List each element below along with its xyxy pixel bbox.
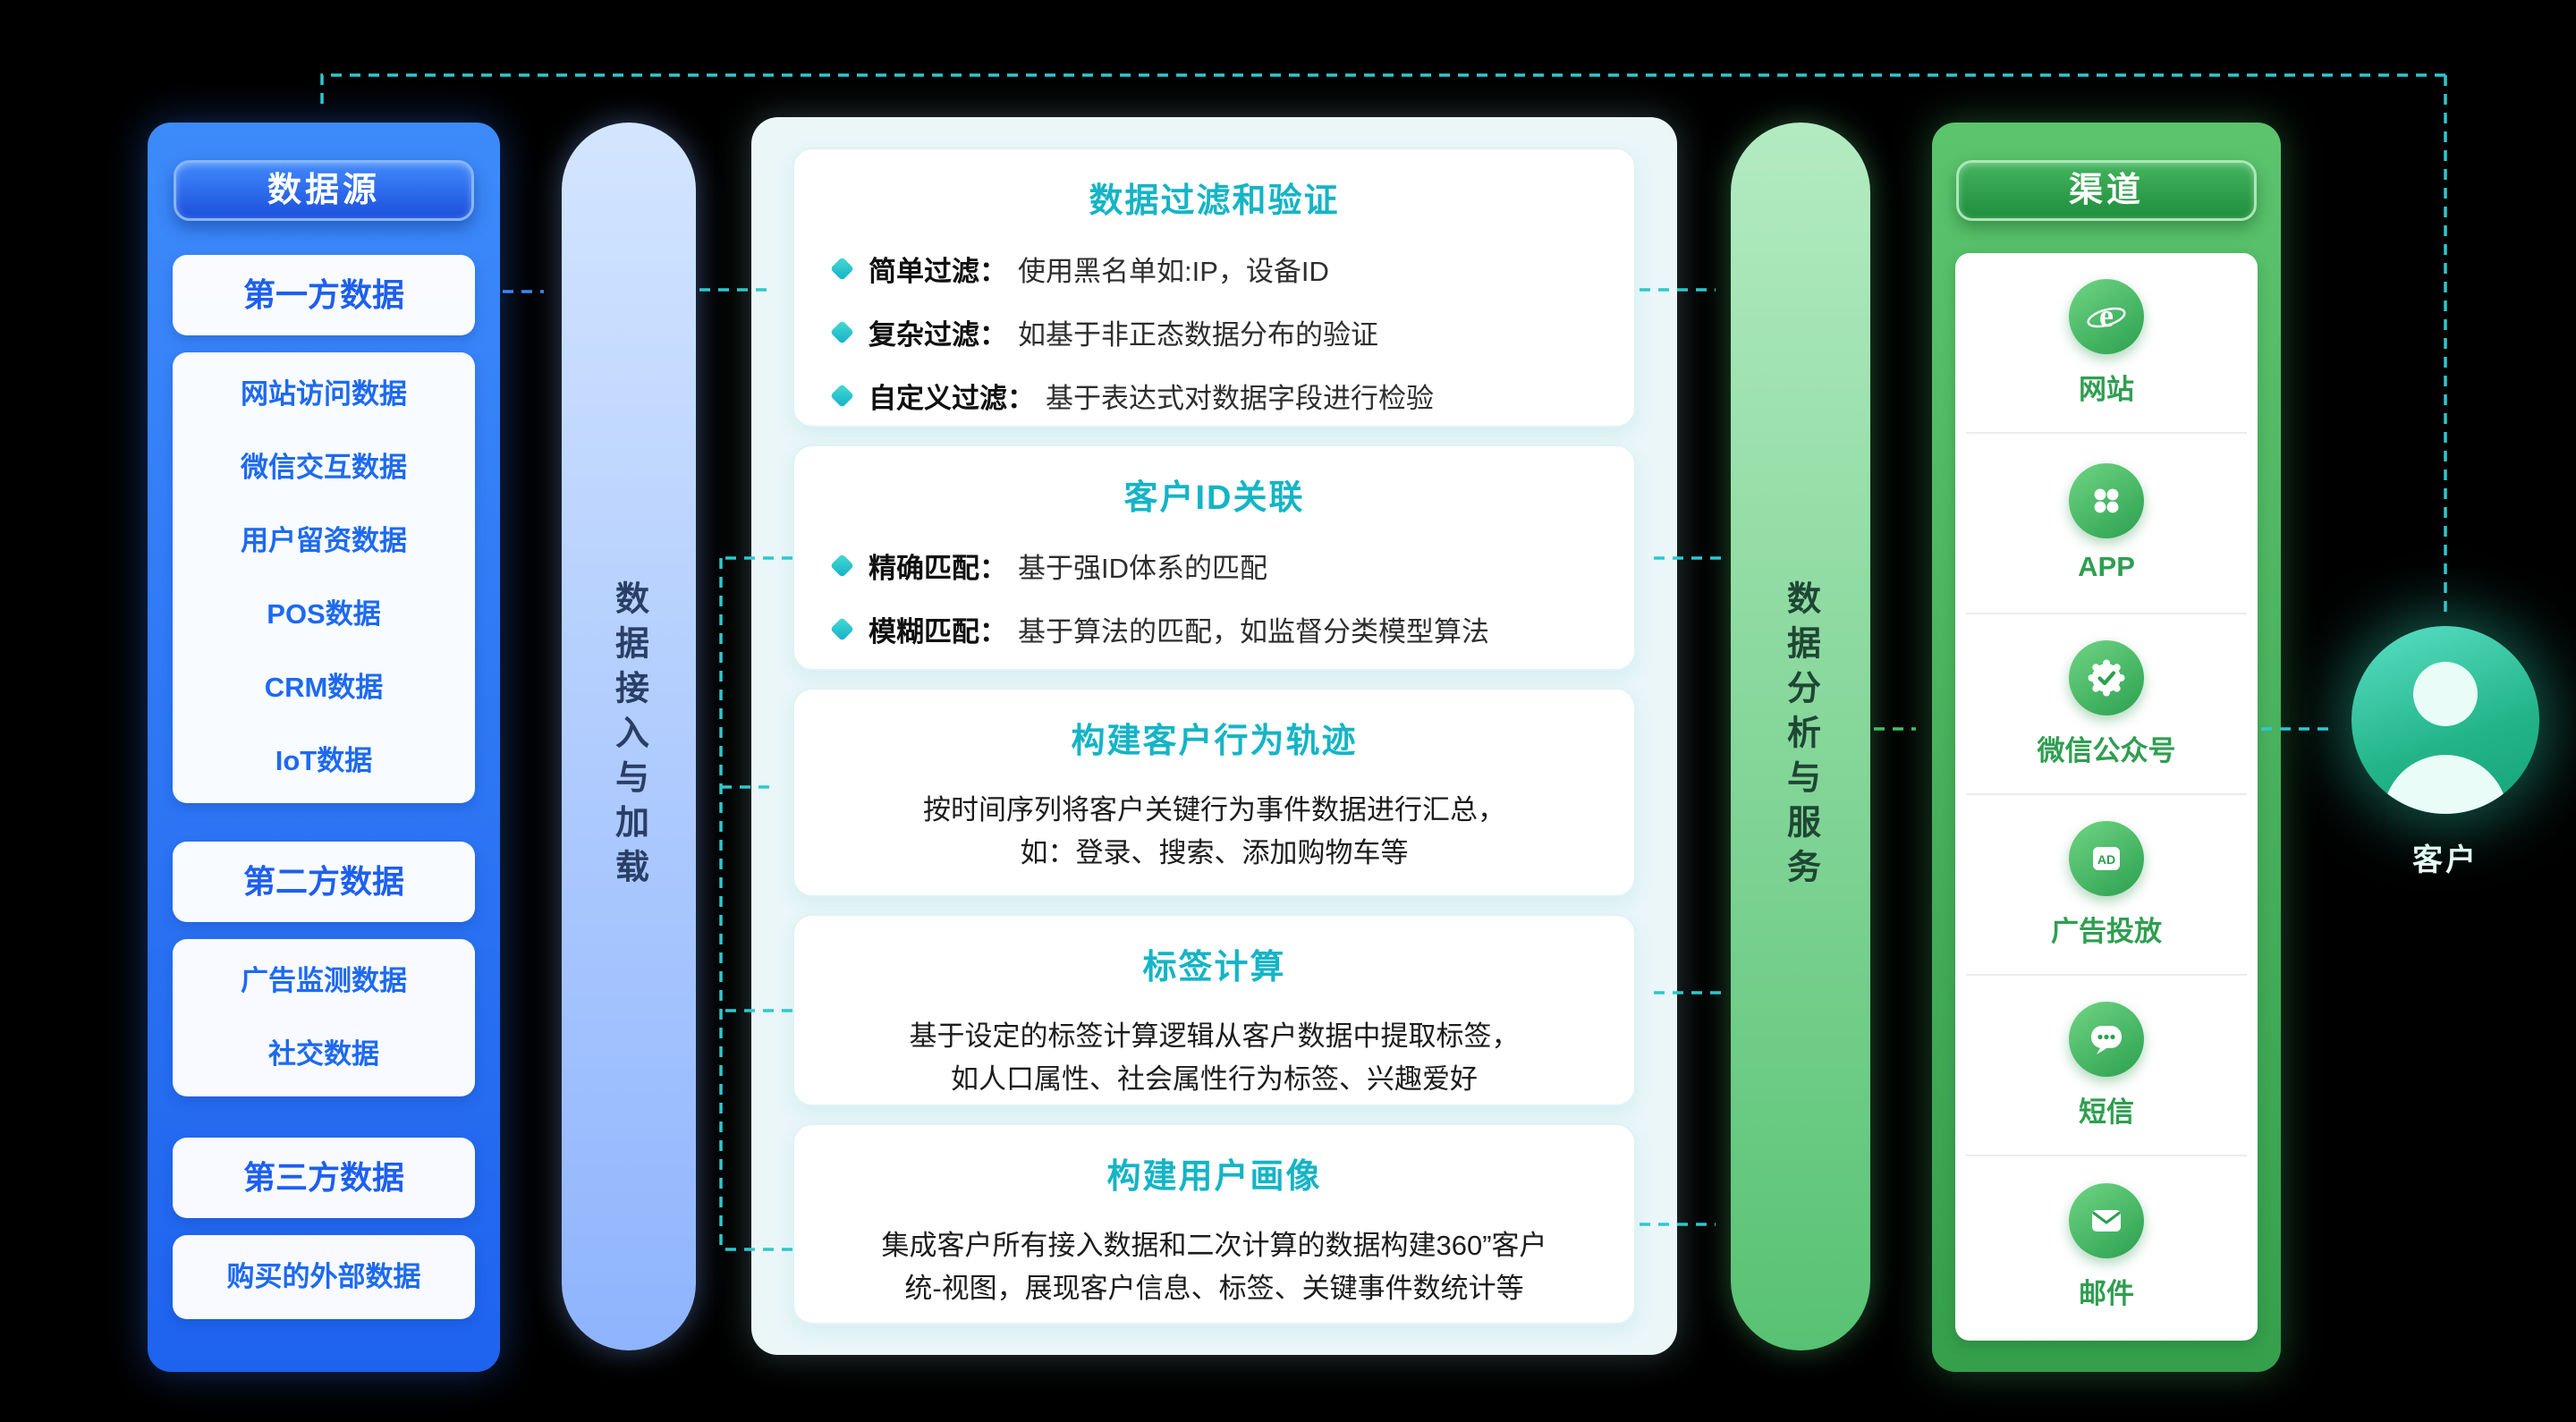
analysis-bar-label: 数据分析与服务 (1781, 580, 1819, 893)
datasource-panel-title: 数据源 (174, 160, 474, 221)
list-item: 用户留资数据 (241, 525, 407, 556)
channel-panel: 渠道 e 网站 APP (1932, 123, 2281, 1372)
diamond-bullet-icon (830, 320, 854, 344)
list-item: IoT数据 (275, 745, 373, 776)
channel-list: e 网站 APP (1955, 253, 2258, 1341)
process-box-text: 集成客户所有接入数据和二次计算的数据构建360”客户 (881, 1230, 1547, 1262)
list-item: POS数据 (267, 598, 381, 630)
channel-row-website: e 网站 (1966, 253, 2247, 434)
process-box-tag-compute: 标签计算 基于设定的标签计算逻辑从客户数据中提取标签， 如人口属性、社会属性行为… (792, 913, 1636, 1107)
list-item: CRM数据 (264, 672, 384, 703)
bullet-label: 精确匹配： (869, 553, 1007, 584)
svg-text:e: e (2099, 298, 2114, 334)
process-panel: 数据过滤和验证 简单过滤： 使用黑名单如:IP，设备ID 复杂过滤： 如基于非正… (751, 117, 1677, 1355)
bullet-text: 基于算法的匹配，如监督分类模型算法 (1018, 616, 1489, 648)
list-item: 广告监测数据 (241, 965, 407, 996)
channel-row-ads: AD 广告投放 (1966, 795, 2247, 976)
diamond-bullet-icon (830, 554, 854, 578)
process-box-title: 客户ID关联 (1123, 479, 1305, 517)
channel-label: 短信 (2079, 1096, 2134, 1128)
bullet-label: 模糊匹配： (869, 616, 1007, 648)
list-item: 网站访问数据 (241, 378, 407, 410)
diamond-bullet-icon (830, 617, 854, 641)
bullet-text: 使用黑名单如:IP，设备ID (1018, 256, 1329, 287)
diamond-bullet-icon (830, 384, 854, 408)
app-grid-icon (2069, 463, 2144, 538)
process-box-title: 标签计算 (1142, 948, 1286, 986)
ingest-bar-label: 数据接入与加载 (609, 580, 648, 893)
process-box-filter-validation: 数据过滤和验证 简单过滤： 使用黑名单如:IP，设备ID 复杂过滤： 如基于非正… (792, 148, 1636, 427)
first-party-list: 网站访问数据 微信交互数据 用户留资数据 POS数据 CRM数据 IoT数据 (173, 352, 475, 803)
channel-label: 微信公众号 (2037, 734, 2176, 766)
second-party-list: 广告监测数据 社交数据 (173, 939, 475, 1096)
process-box-title: 数据过滤和验证 (1089, 182, 1340, 220)
diamond-bullet-icon (830, 257, 854, 281)
channel-row-wechat-official: 微信公众号 (1966, 614, 2247, 795)
channel-label: 广告投放 (2051, 915, 2162, 947)
process-box-text: 统-视图，展现客户信息、标签、关键事件数统计等 (904, 1273, 1524, 1305)
customer-node: 客户 (2331, 626, 2560, 879)
channel-label: 网站 (2079, 373, 2134, 405)
bullet-row: 精确匹配： 基于强ID体系的匹配 (830, 546, 1595, 586)
process-box-text: 基于设定的标签计算逻辑从客户数据中提取标签， (909, 1020, 1520, 1052)
bullet-text: 基于表达式对数据字段进行检验 (1046, 383, 1434, 414)
ad-icon: AD (2069, 820, 2144, 896)
ingest-bar: 数据接入与加载 (562, 123, 696, 1350)
channel-row-app: APP (1966, 434, 2247, 614)
bullet-row: 简单过滤： 使用黑名单如:IP，设备ID (830, 249, 1595, 289)
process-box-behavior-track: 构建客户行为轨迹 按时间序列将客户关键行为事件数据进行汇总， 如：登录、搜索、添… (792, 688, 1636, 897)
process-box-title: 构建客户行为轨迹 (1071, 723, 1358, 760)
process-box-text: 如：登录、搜索、添加购物车等 (1020, 837, 1409, 868)
channel-label: 邮件 (2079, 1277, 2134, 1309)
bullet-row: 自定义过滤： 基于表达式对数据字段进行检验 (830, 376, 1595, 416)
wechat-official-icon (2069, 639, 2144, 715)
process-box-text: 按时间序列将客户关键行为事件数据进行汇总， (923, 794, 1505, 825)
process-box-text: 如人口属性、社会属性行为标签、兴趣爱好 (951, 1062, 1478, 1095)
analysis-bar: 数据分析与服务 (1731, 123, 1870, 1350)
group-header-second-party: 第二方数据 (173, 842, 475, 922)
process-box-id-mapping: 客户ID关联 精确匹配： 基于强ID体系的匹配 模糊匹配： 基于算法的匹配，如监… (792, 444, 1636, 671)
bullet-label: 简单过滤： (869, 256, 1007, 287)
group-header-first-party: 第一方数据 (173, 255, 475, 335)
datasource-panel: 数据源 第一方数据 网站访问数据 微信交互数据 用户留资数据 POS数据 CRM… (148, 123, 500, 1372)
group-header-third-party: 第三方数据 (173, 1138, 475, 1218)
sms-icon (2069, 1001, 2144, 1077)
bullet-label: 自定义过滤： (869, 383, 1035, 414)
bullet-text: 如基于非正态数据分布的验证 (1018, 319, 1378, 351)
list-item: 微信交互数据 (241, 452, 407, 483)
channel-row-sms: 短信 (1966, 976, 2247, 1156)
process-box-title: 构建用户画像 (1106, 1158, 1322, 1197)
bullet-text: 基于强ID体系的匹配 (1018, 553, 1267, 584)
list-item: 购买的外部数据 (226, 1261, 421, 1292)
customer-label: 客户 (2412, 843, 2479, 877)
channel-label: APP (2078, 551, 2135, 582)
bullet-row: 复杂过滤： 如基于非正态数据分布的验证 (830, 312, 1595, 352)
process-box-user-profile: 构建用户画像 集成客户所有接入数据和二次计算的数据构建360”客户 统-视图，展… (792, 1123, 1636, 1325)
bullet-label: 复杂过滤： (869, 319, 1007, 351)
channel-row-email: 邮件 (1966, 1156, 2247, 1337)
email-icon (2069, 1182, 2144, 1258)
customer-avatar-icon (2351, 626, 2539, 814)
list-item: 社交数据 (268, 1038, 379, 1070)
third-party-list: 购买的外部数据 (173, 1235, 475, 1319)
browser-icon: e (2069, 278, 2144, 354)
channel-panel-title: 渠道 (1956, 160, 2257, 221)
svg-text:AD: AD (2097, 852, 2115, 867)
bullet-row: 模糊匹配： 基于算法的匹配，如监督分类模型算法 (830, 609, 1595, 649)
